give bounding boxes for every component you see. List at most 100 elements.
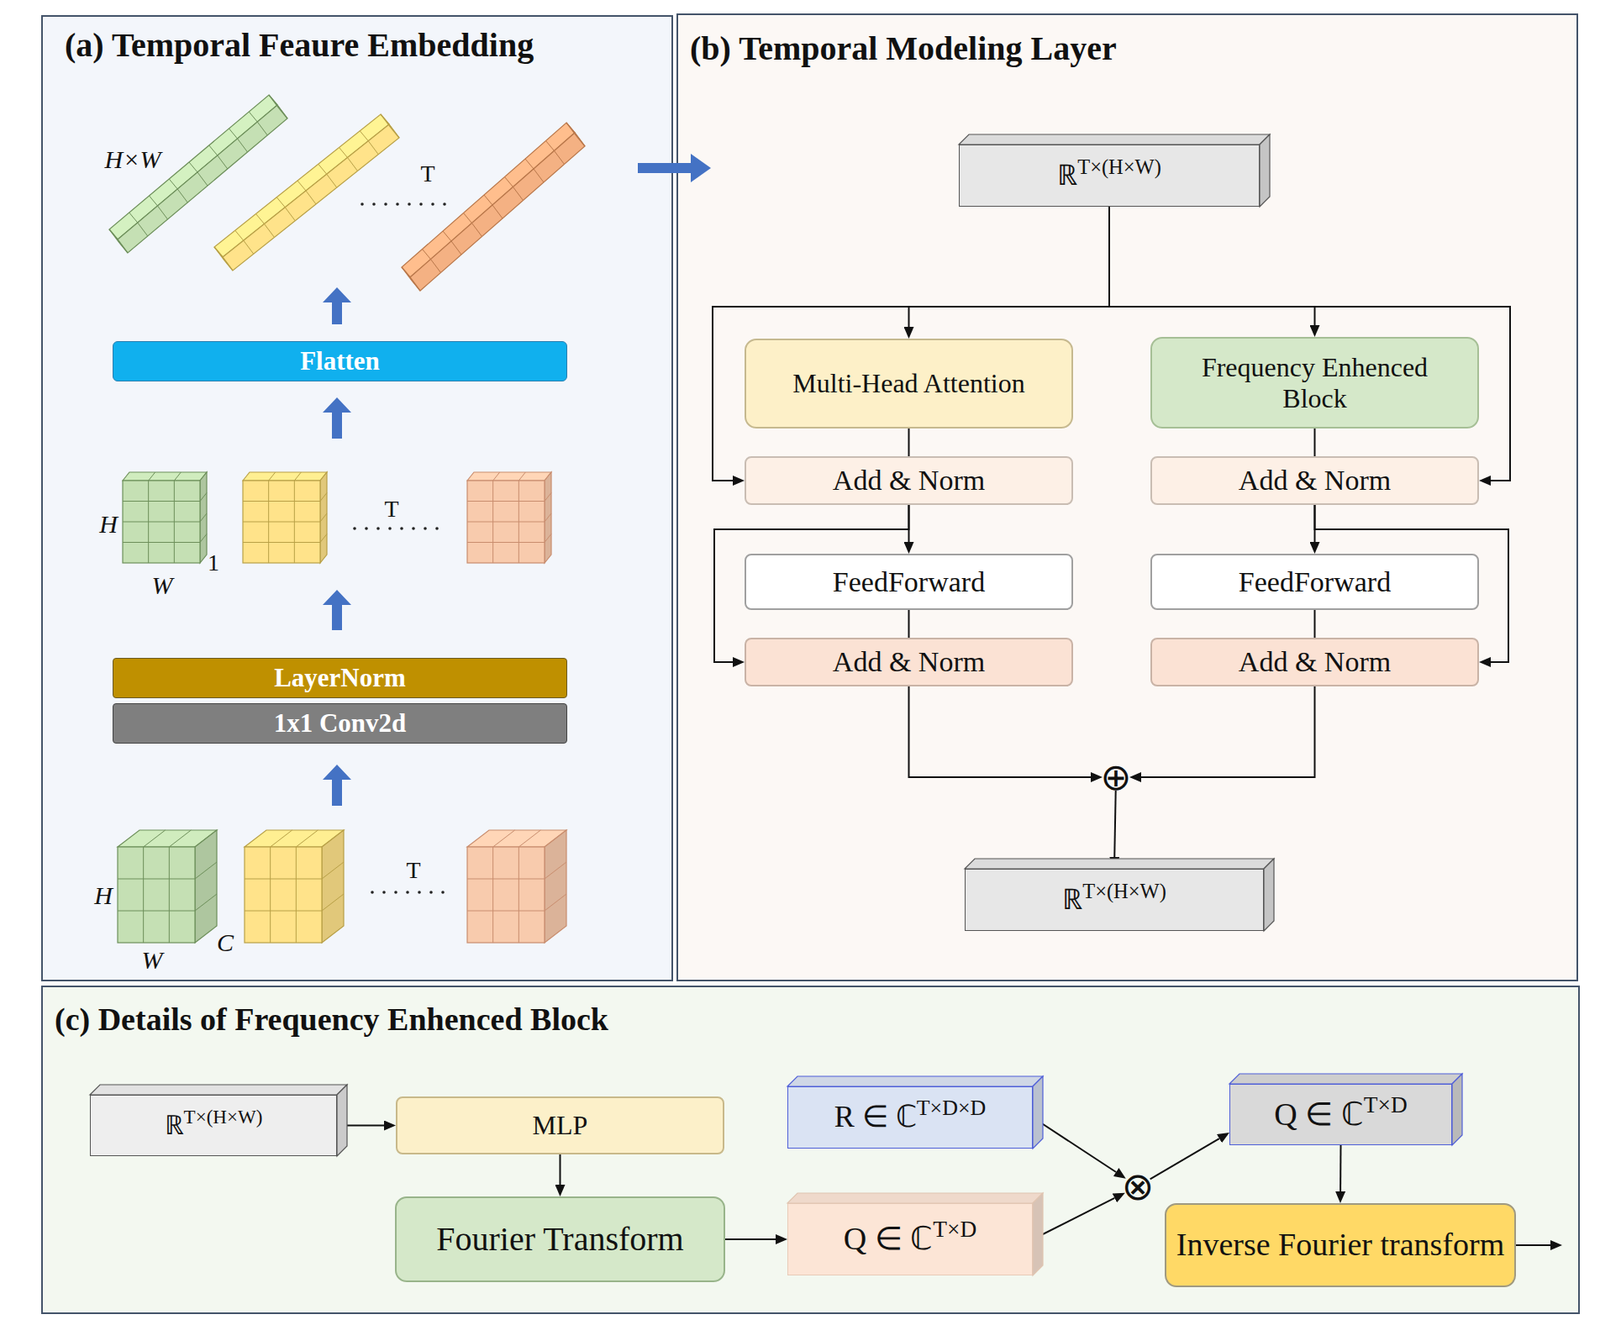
tensor-side-face [1259,134,1270,207]
tensor-top-face [1229,1073,1463,1085]
panel: (b) Temporal Modeling LayerℝT×(H×W) Multi… [676,13,1579,982]
tensor-side-face [336,1084,348,1157]
dimension-label: T [384,497,399,522]
box-label: ℝT×(H×W) [1062,883,1167,916]
box-label: ⊕ [1100,758,1132,796]
box-label: Frequency Enhenced Block [1172,352,1458,415]
flow-arrow [322,589,352,631]
connector [1109,206,1511,481]
dimension-label: C [216,930,234,956]
connector [1150,1138,1220,1179]
box-label: Fourier Transform [436,1220,684,1259]
dimension-label: T [405,858,421,883]
tensor-side-face [1263,858,1274,932]
connector [712,206,1110,481]
connector [1141,686,1316,778]
connector [1032,1117,1116,1173]
connector [1314,505,1316,543]
reduced-cubes [122,472,552,564]
box-label: Add & Norm [832,645,985,679]
feedforward-box: FeedForward [1150,553,1479,611]
box-label: Add & Norm [1238,645,1391,679]
tensor-box: ℝT×(H×W) [89,1094,337,1157]
box-label: Q ∈ ℂT×D [843,1221,977,1258]
tensor-top-face [958,134,1270,145]
flatten-bar: Flatten [112,341,568,382]
output-arrow [1509,1244,1551,1247]
dimension-label: T [420,162,435,186]
frequency-block: Frequency Enhenced Block [1150,336,1479,429]
tensor-box: ℝT×(H×W) [964,868,1264,932]
mlp-box: MLP [395,1096,725,1155]
box-label: ⊗ [1121,1167,1155,1206]
connector [559,1154,562,1185]
panel-title: (a) Temporal Feaure Embedding [64,26,534,64]
box-label: ℝT×(H×W) [164,1110,264,1142]
dimension-label: H [94,883,113,909]
connector [1314,428,1316,457]
tensor-box: Q ∈ ℂT×D [1229,1084,1453,1146]
flow-arrow [322,764,352,806]
tensor-top-face [787,1193,1043,1204]
connector [1314,610,1316,638]
sum-symbol: ⊕ [1095,757,1137,798]
tensor-top-face [89,1084,348,1095]
box-label: Inverse Fourier transform [1176,1226,1505,1264]
flow-arrow [322,287,352,325]
tensor-side-face [1032,1193,1043,1276]
layernorm-bar: LayerNorm [112,657,568,699]
box-label: 1x1 Conv2d [273,708,407,739]
add-norm-box: Add & Norm [744,456,1074,506]
tensor-side-face [1452,1073,1463,1146]
tensor-top-face [787,1076,1043,1087]
input-cubes [117,830,567,943]
panel-title: (c) Details of Frequency Enhenced Block [54,1002,609,1038]
add-norm-box: Add & Norm [744,637,1074,687]
dimension-label: W [142,947,164,974]
box-label: Multi-Head Attention [792,368,1025,400]
flow-arrow [322,397,352,439]
box-label: FeedForward [1238,565,1391,599]
tensor-side-face [1032,1076,1043,1149]
add-norm-box: Add & Norm [1150,456,1479,506]
dimension-label: H [99,511,118,537]
dimension-label: H×W [105,147,162,173]
tensor-top-face [964,858,1274,869]
panel-title: (b) Temporal Modeling Layer [689,30,1117,68]
box-label: Q ∈ ℂT×D [1273,1096,1407,1134]
dimension-label: 1 [207,551,220,575]
connector [1315,505,1510,663]
box-label: MLP [532,1110,589,1142]
flow-arrow [637,163,691,174]
conv-bar: 1x1 Conv2d [112,703,568,744]
box-label: ℝT×(H×W) [1057,158,1162,192]
product-symbol: ⊗ [1117,1166,1158,1207]
tensor-box: ℝT×(H×W) [958,144,1260,207]
box-label: Add & Norm [832,463,985,497]
connector [725,1238,776,1241]
box-label: FeedForward [832,565,985,599]
inverse-fourier-box: Inverse Fourier transform [1164,1203,1516,1288]
box-label: Flatten [300,346,380,377]
tensor-box: R ∈ ℂT×D×D [787,1086,1033,1149]
flattened-rods [109,94,585,291]
box-label: Add & Norm [1238,463,1391,497]
connector [909,206,1111,327]
attention-box: Multi-Head Attention [744,338,1074,429]
connector [336,1125,385,1127]
dimension-label: W [152,573,174,599]
add-norm-box: Add & Norm [1150,637,1479,687]
connector [1109,206,1316,326]
connector [1032,1198,1115,1240]
connector [908,610,911,638]
connector [714,505,910,663]
tensor-box: Q ∈ ℂT×D [787,1203,1033,1276]
box-label: LayerNorm [273,663,406,694]
feedforward-box: FeedForward [744,553,1074,611]
connector [908,505,911,543]
box-label: R ∈ ℂT×D×D [834,1100,986,1135]
connector [908,428,911,457]
connector [909,686,1092,778]
connector [1339,1145,1342,1192]
connector [1114,790,1116,858]
